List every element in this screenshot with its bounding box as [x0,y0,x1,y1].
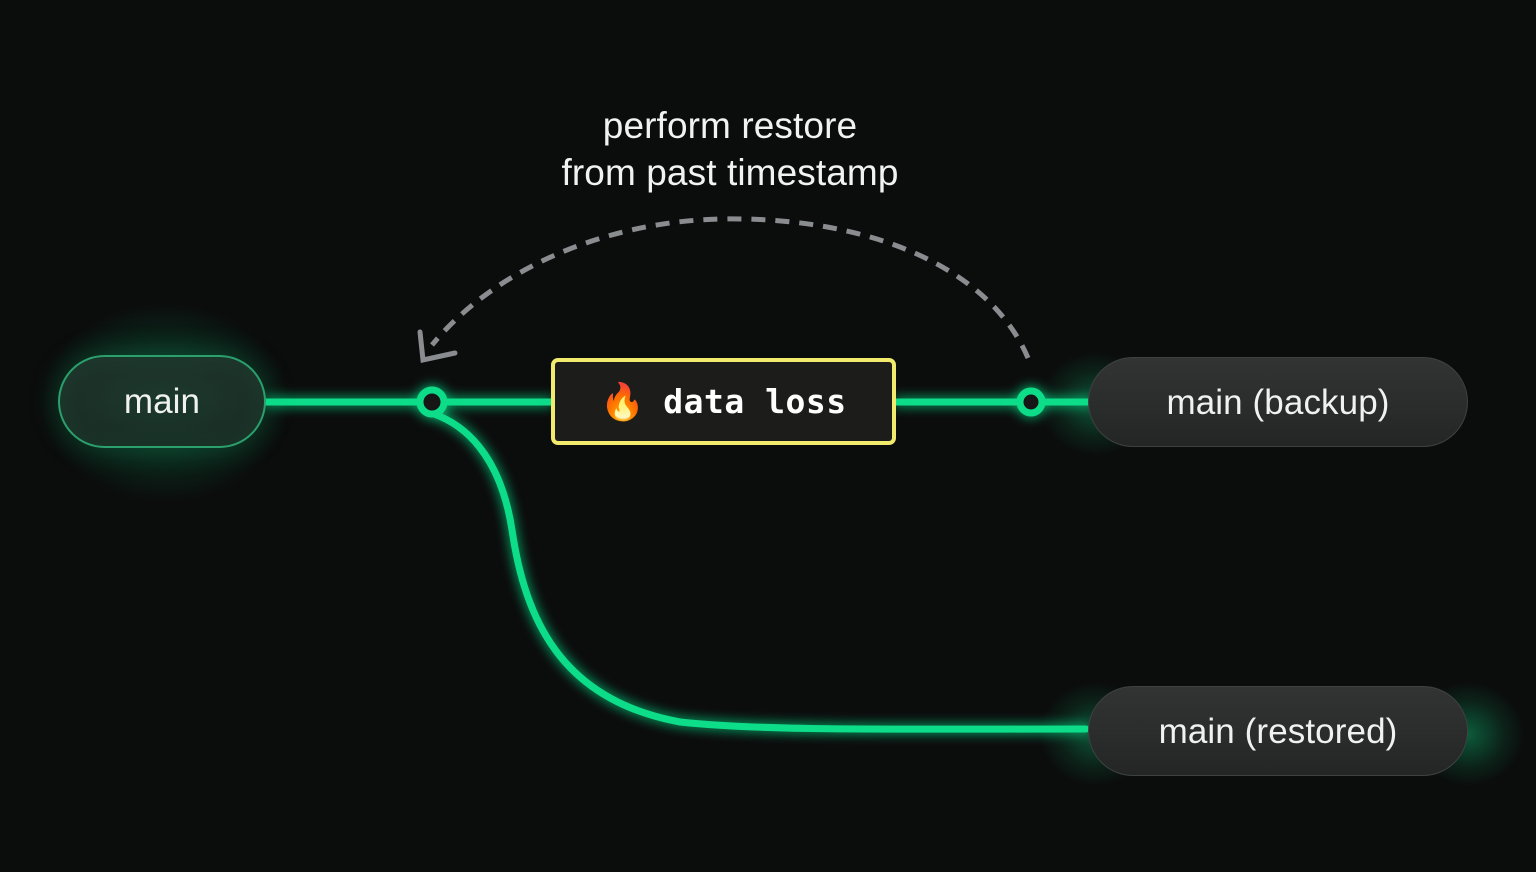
node-main-label: main [123,382,201,421]
fire-emoji: 🔥 [600,380,646,422]
restore-arrowhead-icon [417,329,458,364]
data-loss-box[interactable]: 🔥 data loss [551,358,896,445]
node-main-restored[interactable]: main (restored) [1088,686,1468,776]
node-main-backup[interactable]: main (backup) [1088,357,1468,447]
commit-marker-branch-point [416,386,448,418]
node-main[interactable]: main [58,355,266,448]
data-loss-label: data loss [663,382,847,421]
node-main-restored-label: main (restored) [1158,711,1398,751]
node-main-backup-label: main (backup) [1166,382,1390,422]
commit-marker-backup-point [1016,387,1046,417]
edge-branchpoint-to-restored [430,410,1090,733]
restore-arrow-path [430,216,1031,359]
